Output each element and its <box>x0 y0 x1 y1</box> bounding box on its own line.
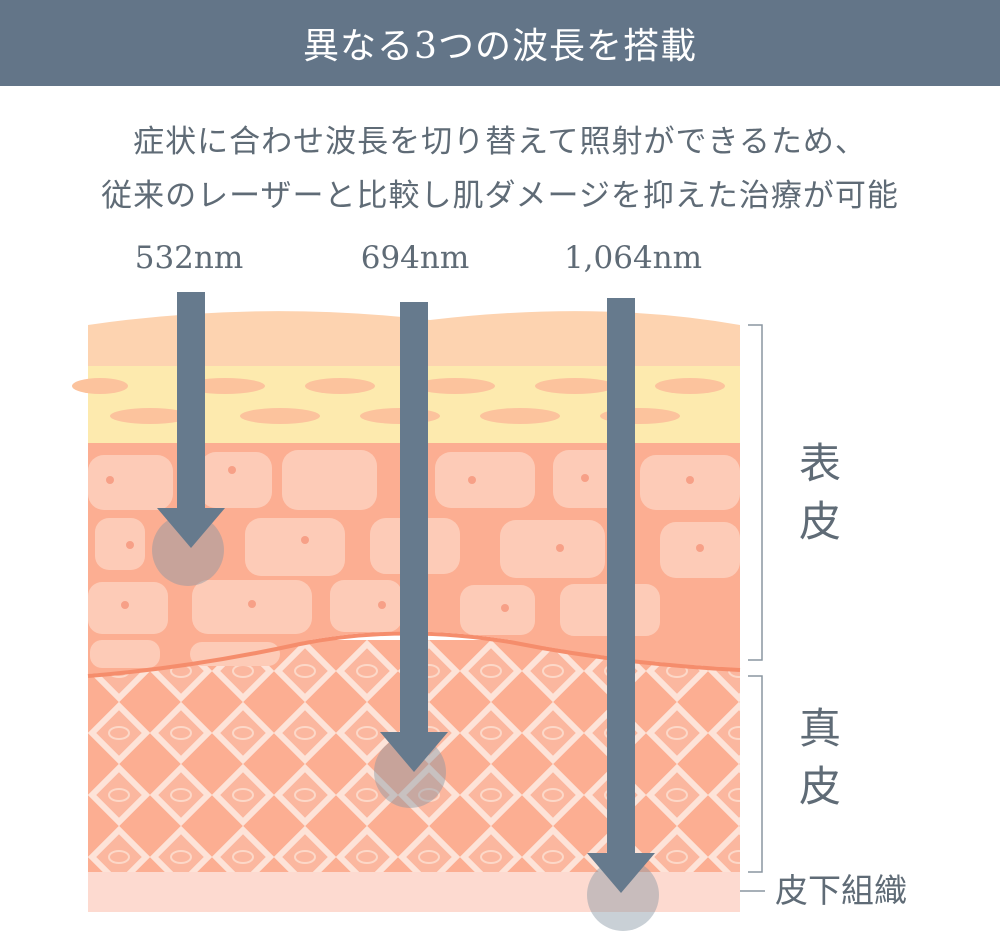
penetration-point-532 <box>152 514 224 586</box>
epidermis-cells <box>88 450 740 668</box>
header-banner: 異なる3つの波長を搭載 <box>0 0 1000 86</box>
subcutaneous-label: 皮下組織 <box>775 871 907 910</box>
cell-nuclei <box>106 466 704 612</box>
penetration-point-1064 <box>587 859 659 931</box>
arrow-694 <box>380 302 448 772</box>
epidermis-label-char-2: 皮 <box>798 497 841 546</box>
subtitle-line-1: 症状に合わせ波長を切り替えて照射ができるため、 <box>133 124 867 160</box>
layer-brackets <box>740 324 765 892</box>
dermis-label-char-1: 真 <box>798 704 841 753</box>
subtitle-line-2: 従来のレーザーと比較し肌ダメージを抑えた治療が可能 <box>101 178 899 214</box>
dermis-label-char-2: 皮 <box>798 762 841 811</box>
arrow-1064 <box>587 298 655 893</box>
header-title: 異なる3つの波長を搭載 <box>303 26 697 67</box>
wavelength-label-532: 532nm <box>134 240 244 276</box>
wavelength-label-694: 694nm <box>360 240 470 276</box>
wavelength-label-1064: 1,064nm <box>563 240 703 276</box>
epidermis-label-char-1: 表 <box>798 439 841 488</box>
arrow-532 <box>157 292 225 548</box>
epidermis-label: 表 皮 <box>790 435 850 551</box>
dermis-label: 真 皮 <box>790 700 850 816</box>
